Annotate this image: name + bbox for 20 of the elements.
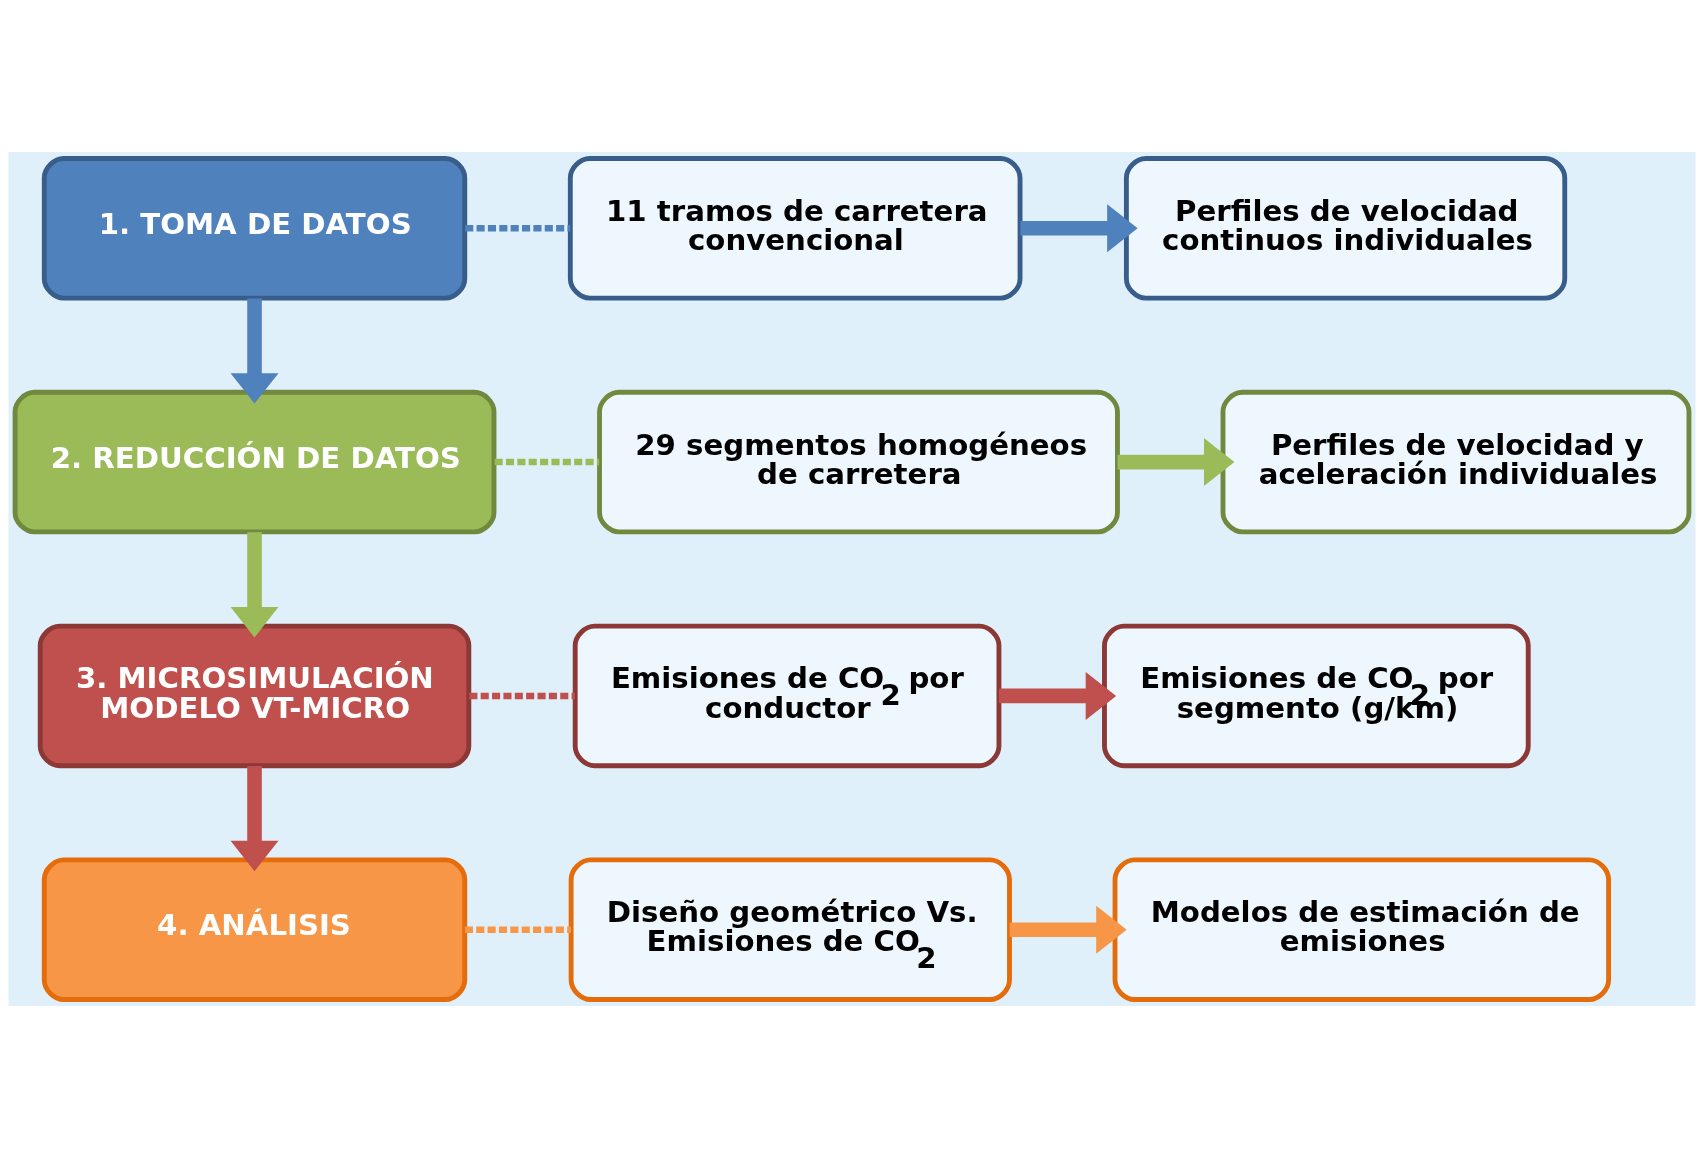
node-box: 2. REDUCCIÓN DE DATOS [12,389,497,534]
connector [494,458,600,465]
connector [464,925,571,933]
connector [469,692,575,699]
node-box: 1. TOMA DE DATOS [41,155,468,301]
arrow [1009,905,1127,954]
node-box: 4. ANÁLISIS [41,856,468,1002]
node-box: 3. MICROSIMULACIÓN MODELO VT-MICRO [37,623,472,768]
node-box: Perfiles de velocidad y aceleración individuales [1220,389,1692,534]
arrow [999,671,1117,720]
arrow [230,531,279,637]
node-box: Modelos de estimación de emisiones [1112,856,1612,1002]
arrow [230,298,279,404]
connector [465,224,571,232]
arrow [1117,437,1235,486]
node-box: 11 tramos de carretera convencional [567,155,1023,301]
arrow [230,765,279,871]
node-box: Perfiles de velocidad continuos individuales [1123,155,1568,301]
node-box: 29 segmentos homogéneos de carretera [597,389,1120,534]
arrow [1020,203,1138,252]
